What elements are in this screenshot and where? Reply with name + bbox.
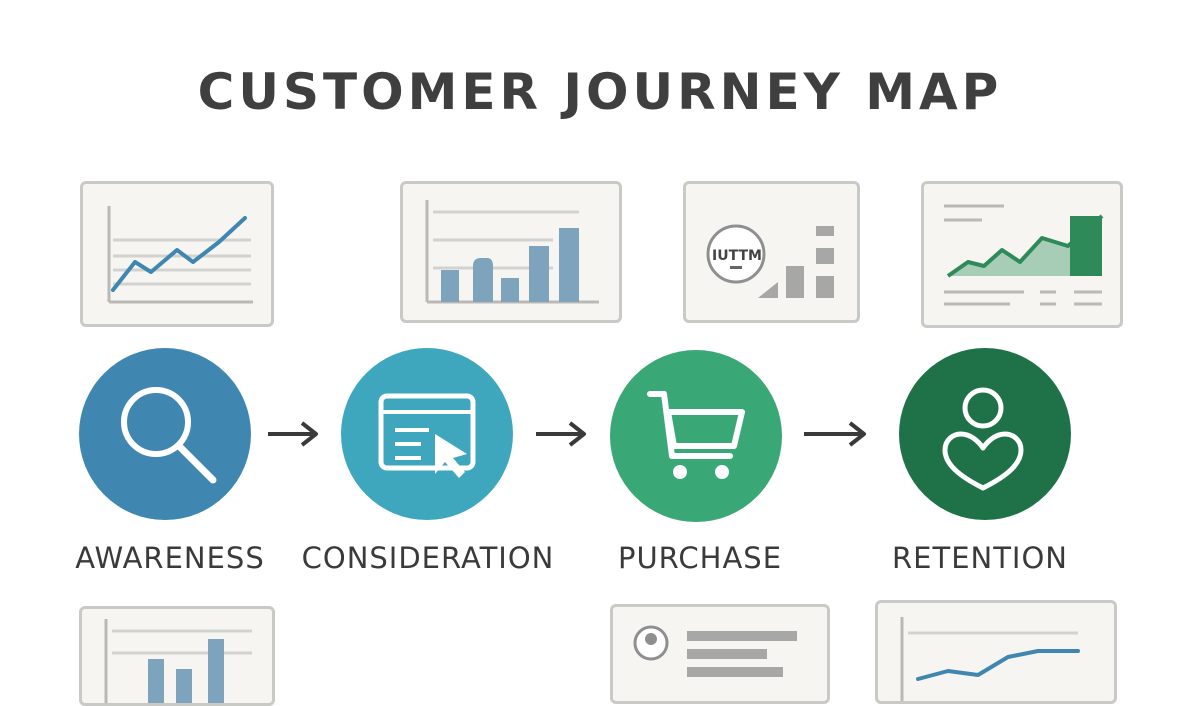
purchase-bottom-profile-card <box>610 604 830 704</box>
bar-chart-thumbnail <box>104 619 252 703</box>
stage-label-awareness: AWARENESS <box>75 541 265 575</box>
consideration-bar-chart-card <box>400 181 622 323</box>
profile-list-thumbnail <box>633 625 797 677</box>
retention-area-chart-card <box>921 181 1123 328</box>
line-chart-thumbnail <box>107 206 253 304</box>
stage-label-retention: RETENTION <box>892 541 1068 575</box>
retention-bottom-line-card <box>875 600 1117 704</box>
arrow-right-icon <box>804 421 866 447</box>
purchase-utm-card: IUTTM <box>683 181 860 323</box>
arrow-right-icon <box>536 421 586 447</box>
magnifier-icon <box>121 387 217 484</box>
stage-retention-circle <box>899 348 1071 520</box>
stage-label-purchase: PURCHASE <box>617 541 783 575</box>
page-title: CUSTOMER JOURNEY MAP <box>197 63 1003 121</box>
awareness-bottom-chart-card <box>79 606 275 706</box>
shopping-cart-icon <box>647 391 745 479</box>
stage-awareness-circle <box>79 348 251 520</box>
area-chart-thumbnail <box>944 204 1104 306</box>
line-chart-thumbnail <box>900 617 1080 701</box>
awareness-line-chart-card <box>80 181 274 327</box>
user-heart-icon <box>942 387 1024 491</box>
form-cursor-icon <box>378 393 476 478</box>
stage-purchase-circle <box>610 350 782 522</box>
arrow-right-icon <box>268 421 318 447</box>
utm-dashboard-thumbnail <box>706 224 834 298</box>
bar-chart-thumbnail <box>425 200 599 304</box>
utm-logo-text: IUTTM <box>712 248 762 264</box>
stage-label-consideration: CONSIDERATION <box>301 541 555 575</box>
stage-consideration-circle <box>341 348 513 520</box>
